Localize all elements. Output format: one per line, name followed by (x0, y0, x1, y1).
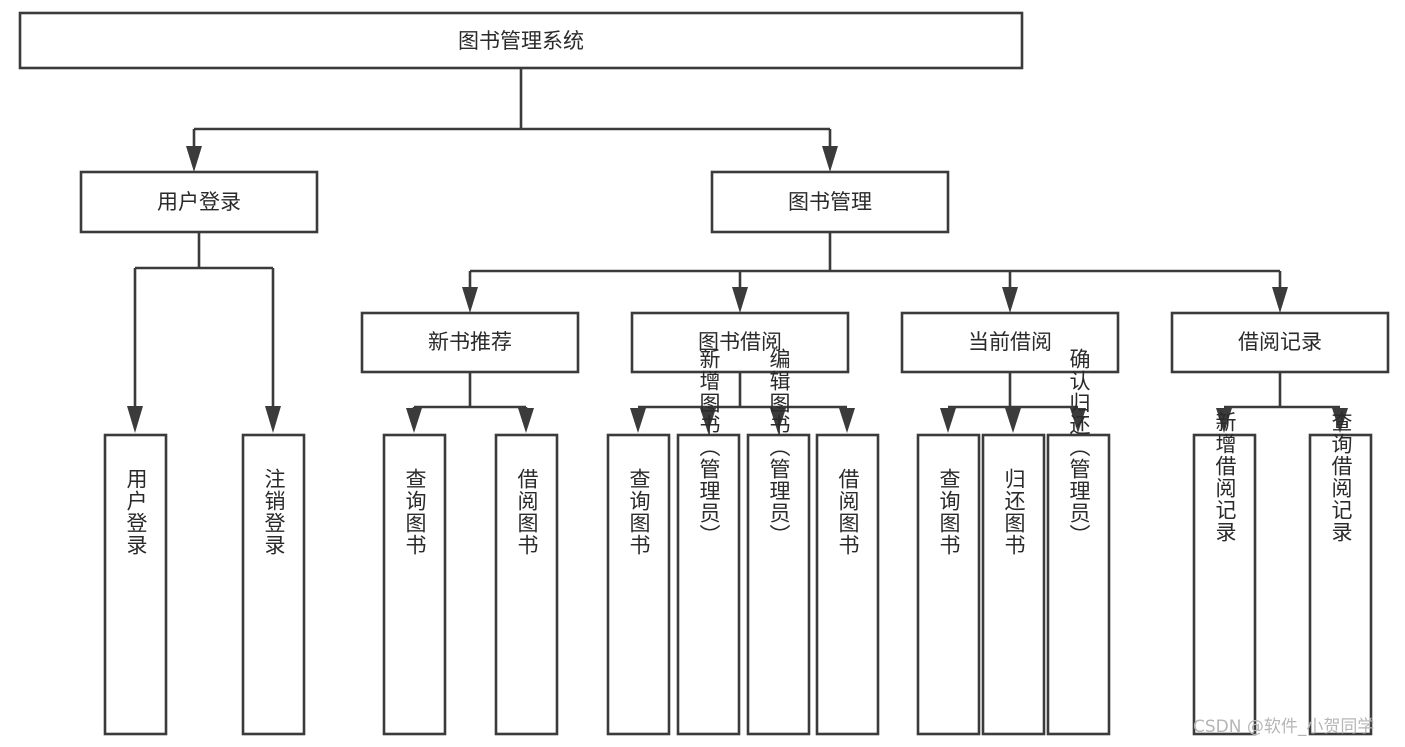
node-leaf-return-book-box[interactable] (981, 433, 1046, 736)
node-book-manage[interactable]: 图书管理 (710, 170, 950, 234)
arrow-to-new-book-recommend (462, 287, 478, 313)
node-leaf-add-record-box[interactable] (1192, 433, 1257, 736)
arrow-to-leaf-add-record (1216, 408, 1232, 433)
node-root-label: 图书管理系统 (458, 29, 584, 53)
node-leaf-query-record-box[interactable] (1308, 433, 1373, 736)
node-book-manage-box[interactable] (710, 170, 950, 234)
node-current-borrow-box[interactable] (900, 311, 1120, 374)
node-leaf-query-book-2-label: 查询图书 (627, 468, 651, 556)
arrow-to-current-borrow (1002, 287, 1018, 313)
node-leaf-borrow-book-1-box[interactable] (494, 433, 559, 736)
node-leaf-edit-book[interactable]: 编辑图书（管理员） (746, 348, 811, 736)
arrow-to-leaf-user-logout (265, 406, 281, 433)
node-leaf-query-book-3-label: 查询图书 (937, 468, 961, 556)
node-leaf-user-logout[interactable]: 注销登录 (241, 433, 306, 736)
csdn-watermark: CSDN @软件_小贺同学 (1193, 717, 1374, 737)
arrow-to-leaf-borrow-book-1 (518, 408, 534, 433)
arrow-to-leaf-borrow-book-2 (839, 408, 855, 433)
arrow-to-book-borrow (732, 287, 748, 313)
arrow-to-leaf-add-book (700, 408, 716, 433)
node-leaf-user-login-box[interactable] (103, 433, 168, 736)
node-leaf-query-book-1[interactable]: 查询图书 (382, 433, 447, 736)
arrow-to-user-login (186, 146, 202, 172)
node-leaf-query-record-label: 查询借阅记录 (1329, 411, 1353, 543)
node-current-borrow[interactable]: 当前借阅 (900, 311, 1120, 374)
node-leaf-user-login-label: 用户登录 (124, 468, 148, 556)
node-leaf-add-book-box[interactable] (676, 433, 741, 736)
node-leaf-borrow-book-1-label: 借阅图书 (515, 468, 539, 556)
arrow-to-leaf-query-record (1332, 408, 1348, 433)
node-leaf-return-book[interactable]: 归还图书 (981, 433, 1046, 736)
node-book-manage-label: 图书管理 (788, 190, 872, 214)
node-leaf-user-logout-box[interactable] (241, 433, 306, 736)
arrow-to-leaf-query-book-1 (406, 408, 422, 433)
arrow-to-leaf-user-login (127, 406, 143, 433)
node-leaf-confirm-return-box[interactable] (1046, 433, 1111, 736)
node-leaf-add-book[interactable]: 新增图书（管理员） (676, 348, 741, 736)
node-user-login-box[interactable] (79, 170, 319, 234)
node-leaf-query-book-3[interactable]: 查询图书 (916, 433, 981, 736)
node-book-borrow-label: 图书借阅 (698, 330, 782, 354)
node-current-borrow-label: 当前借阅 (968, 330, 1052, 354)
node-leaf-edit-book-box[interactable] (746, 433, 811, 736)
arrow-to-book-manage (822, 146, 838, 172)
node-leaf-query-book-1-box[interactable] (382, 433, 447, 736)
arrow-to-leaf-query-book-2 (630, 408, 646, 433)
node-user-login-label: 用户登录 (157, 190, 241, 214)
node-new-book-recommend-label: 新书推荐 (428, 330, 512, 354)
node-leaf-edit-book-label: 编辑图书（管理员） (767, 348, 791, 546)
node-borrow-record-box[interactable] (1170, 311, 1390, 374)
node-leaf-query-book-1-label: 查询图书 (403, 468, 427, 556)
node-borrow-record[interactable]: 借阅记录 (1170, 311, 1390, 374)
node-leaf-borrow-book-1[interactable]: 借阅图书 (494, 433, 559, 736)
connector-layer (127, 68, 1348, 433)
node-leaf-add-record[interactable]: 新增借阅记录 (1192, 411, 1257, 736)
node-new-book-recommend[interactable]: 新书推荐 (360, 311, 580, 374)
node-leaf-user-logout-label: 注销登录 (262, 468, 286, 556)
node-leaf-borrow-book-2[interactable]: 借阅图书 (815, 433, 880, 736)
node-leaf-add-book-label: 新增图书（管理员） (697, 348, 721, 546)
node-leaf-query-book-2-box[interactable] (606, 433, 671, 736)
node-leaf-confirm-return[interactable]: 确认归还（管理员） (1046, 348, 1111, 736)
node-leaf-user-login[interactable]: 用户登录 (103, 433, 168, 736)
node-book-borrow[interactable]: 图书借阅 (630, 311, 850, 374)
node-leaf-add-record-label: 新增借阅记录 (1213, 411, 1237, 543)
node-user-login[interactable]: 用户登录 (79, 170, 319, 234)
node-book-borrow-box[interactable] (630, 311, 850, 374)
node-leaf-borrow-book-2-label: 借阅图书 (836, 468, 860, 556)
arrow-to-leaf-query-book-3 (940, 408, 956, 433)
arrow-to-leaf-confirm-return (1070, 408, 1086, 433)
node-leaf-return-book-label: 归还图书 (1002, 468, 1026, 556)
node-leaf-confirm-return-label: 确认归还（管理员） (1067, 348, 1091, 546)
node-leaf-borrow-book-2-box[interactable] (815, 433, 880, 736)
node-leaf-query-book-3-box[interactable] (916, 433, 981, 736)
arrow-to-leaf-edit-book (770, 408, 786, 433)
node-root[interactable]: 图书管理系统 (18, 11, 1024, 70)
arrow-to-borrow-record (1272, 287, 1288, 313)
node-borrow-record-label: 借阅记录 (1238, 330, 1322, 354)
node-leaf-query-record[interactable]: 查询借阅记录 (1308, 411, 1373, 736)
node-new-book-recommend-box[interactable] (360, 311, 580, 374)
arrow-to-leaf-return-book (1005, 408, 1021, 433)
node-leaf-query-book-2[interactable]: 查询图书 (606, 433, 671, 736)
node-root-box[interactable] (18, 11, 1024, 70)
